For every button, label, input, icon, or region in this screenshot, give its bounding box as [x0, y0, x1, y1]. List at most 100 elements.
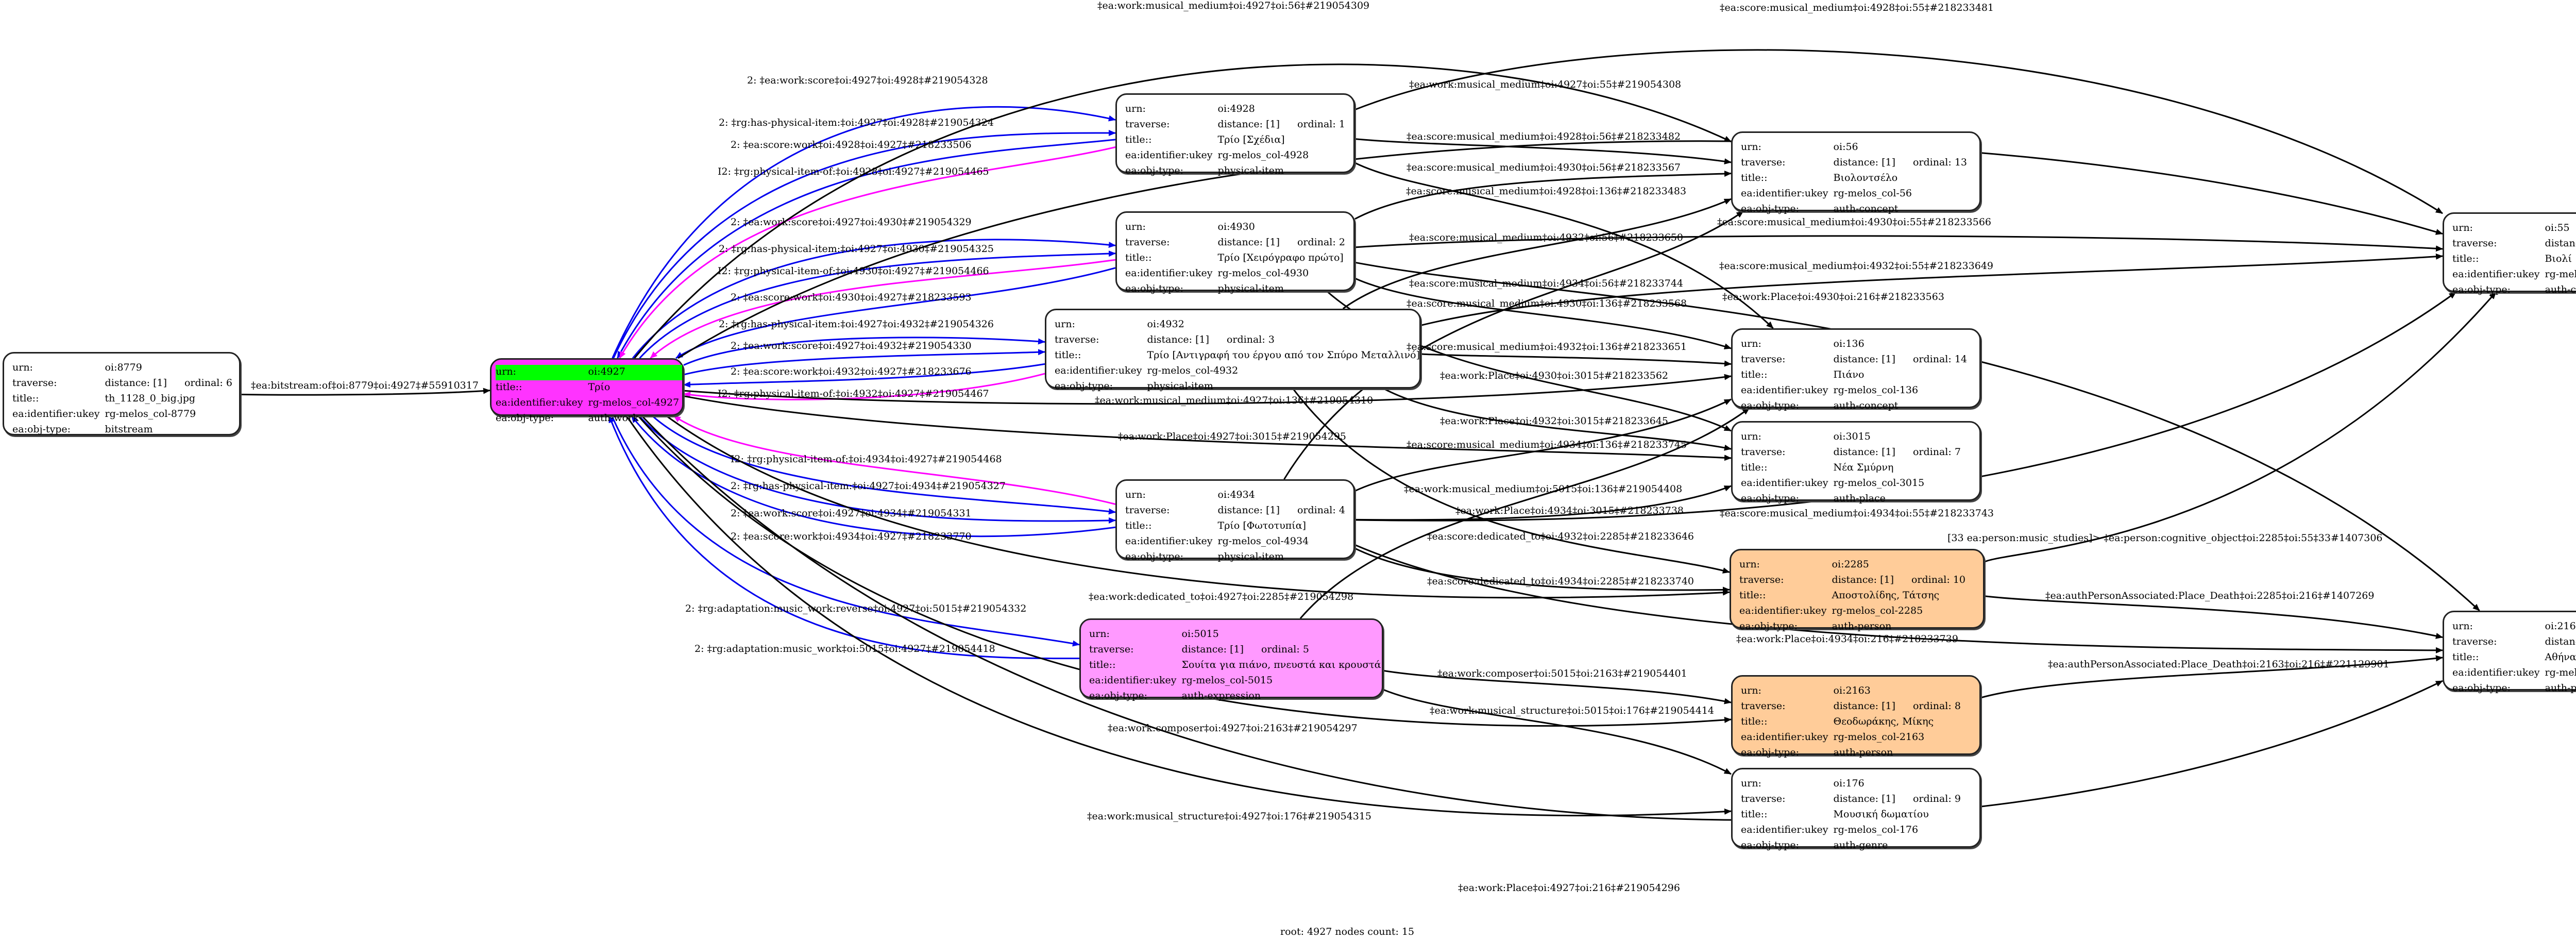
- node-field-title: title::Βιολί: [2452, 252, 2576, 267]
- graph-edge[interactable]: [683, 373, 1045, 400]
- graph-edge[interactable]: [1354, 171, 1732, 220]
- graph-edge[interactable]: [1354, 235, 2443, 252]
- field-value: auth-concept: [1833, 400, 1899, 411]
- node-field-urn: urn:oi:8779: [12, 361, 235, 376]
- field-key: urn:: [1741, 431, 1761, 442]
- graph-edge[interactable]: [1354, 547, 1730, 593]
- graph-edge[interactable]: [240, 388, 490, 396]
- graph-edge[interactable]: [1420, 253, 2443, 326]
- graph-edge[interactable]: [1383, 388, 1732, 451]
- graph-edge[interactable]: [1342, 198, 1732, 310]
- ordinal-value: ordinal: 13: [1912, 157, 1968, 168]
- field-value: oi:136: [1833, 338, 1865, 349]
- graph-edge[interactable]: [617, 139, 1116, 359]
- graph-edge[interactable]: [1283, 210, 1744, 480]
- field-key: urn:: [496, 365, 588, 380]
- field-key: ea:identifier:ukey: [1741, 188, 1828, 199]
- ordinal-value: ordinal: 3: [1226, 334, 1275, 345]
- field-key: title::: [1089, 659, 1116, 670]
- edge-label: ‡ea:score:musical_medium‡oi:4930‡oi:136‡…: [1406, 298, 1687, 309]
- graph-edge[interactable]: [1354, 398, 1732, 492]
- field-value: Αθήνα: [2545, 651, 2576, 663]
- graph-edge[interactable]: [1984, 292, 2497, 563]
- field-value: oi:55: [2545, 222, 2570, 233]
- graph-edge[interactable]: [1299, 407, 1750, 619]
- graph-edge[interactable]: [613, 130, 1116, 359]
- node-field-title: title::Μουσική δωματίου: [1741, 808, 1964, 823]
- graph-edge[interactable]: [634, 63, 1732, 359]
- field-value: rg-melos_col-4927: [588, 397, 680, 408]
- field-value: Τρίο [Αντιγραφή του έργου από τον Σπύρο …: [1147, 349, 1420, 361]
- graph-edge[interactable]: [650, 259, 1116, 359]
- graph-edge[interactable]: [611, 415, 1080, 647]
- graph-edge[interactable]: [675, 267, 1116, 359]
- graph-edge[interactable]: [677, 140, 2443, 359]
- node-field-traverse: traverse:distance: [1]ordinal: 7: [1741, 445, 1964, 461]
- graph-edge[interactable]: [683, 395, 1732, 461]
- edge-label: ‡ea:score:musical_medium‡oi:4934‡oi:55‡#…: [1720, 508, 1994, 519]
- graph-edge[interactable]: [683, 337, 1045, 366]
- field-key: ea:identifier:ukey: [496, 397, 583, 408]
- field-value: Βιολί: [2545, 253, 2572, 264]
- graph-edge[interactable]: [683, 349, 1045, 376]
- field-key: ea:obj-type:: [1741, 747, 1800, 758]
- edge-label: ‡ea:work:Place‡oi:4927‡oi:3015‡#21905429…: [1118, 431, 1347, 442]
- graph-edge[interactable]: [666, 415, 1730, 599]
- graph-edge[interactable]: [1354, 544, 2443, 653]
- edge-label: ‡ea:work:composer‡oi:5015‡oi:2163‡#21905…: [1437, 668, 1687, 679]
- field-key: title::: [1739, 590, 1766, 601]
- graph-edge[interactable]: [632, 239, 1116, 359]
- graph-edge[interactable]: [673, 415, 1116, 505]
- graph-edge[interactable]: [612, 106, 1116, 359]
- graph-edge[interactable]: [619, 146, 1116, 359]
- field-value: rg-melos_col-4932: [1147, 365, 1239, 376]
- field-value: rg-melos_col-2163: [1833, 731, 1925, 743]
- node-field-title: title::Τρίο [Χειρόγραφο πρώτο]: [1125, 251, 1348, 266]
- graph-edge[interactable]: [1354, 138, 1732, 165]
- field-key: traverse:: [12, 377, 57, 389]
- field-value: Τρίο [Σχέδια]: [1217, 134, 1285, 145]
- edge-label: ‡ea:work:musical_structure‡oi:4927‡oi:17…: [1087, 811, 1372, 822]
- graph-edge[interactable]: [683, 374, 1732, 405]
- graph-edge[interactable]: [641, 415, 2443, 821]
- graph-edge[interactable]: [1292, 388, 1730, 574]
- graph-edge[interactable]: [1383, 688, 1732, 775]
- field-key: traverse:: [1089, 644, 1134, 655]
- graph-edge[interactable]: [625, 415, 1732, 817]
- graph-edge[interactable]: [1984, 595, 2443, 639]
- graph-edge[interactable]: [1354, 49, 2443, 214]
- graph-edge[interactable]: [631, 415, 1116, 537]
- edge-label: ‡ea:score:dedicated_to‡oi:4932‡oi:2285‡#…: [1427, 531, 1694, 542]
- graph-edge[interactable]: [638, 415, 1116, 524]
- graph-edge[interactable]: [652, 415, 1116, 515]
- graph-edge[interactable]: [608, 415, 1080, 660]
- graph-edge[interactable]: [1354, 277, 1732, 349]
- field-key: ea:obj-type:: [1125, 551, 1184, 562]
- graph-edge[interactable]: [1980, 655, 2443, 699]
- field-key: ea:identifier:ukey: [2452, 667, 2540, 678]
- field-key: traverse:: [1739, 574, 1784, 585]
- graph-edge[interactable]: [1354, 162, 1774, 329]
- node-field-traverse: traverse:distance: [1]ordinal: 13: [1741, 156, 1970, 171]
- field-value: Νέα Σμύρνη: [1833, 462, 1894, 473]
- graph-edge[interactable]: [683, 363, 1045, 388]
- graph-edge[interactable]: [1383, 669, 1732, 704]
- edge-label: 2: ‡rg:has-physical-item:‡oi:4927‡oi:492…: [719, 117, 994, 128]
